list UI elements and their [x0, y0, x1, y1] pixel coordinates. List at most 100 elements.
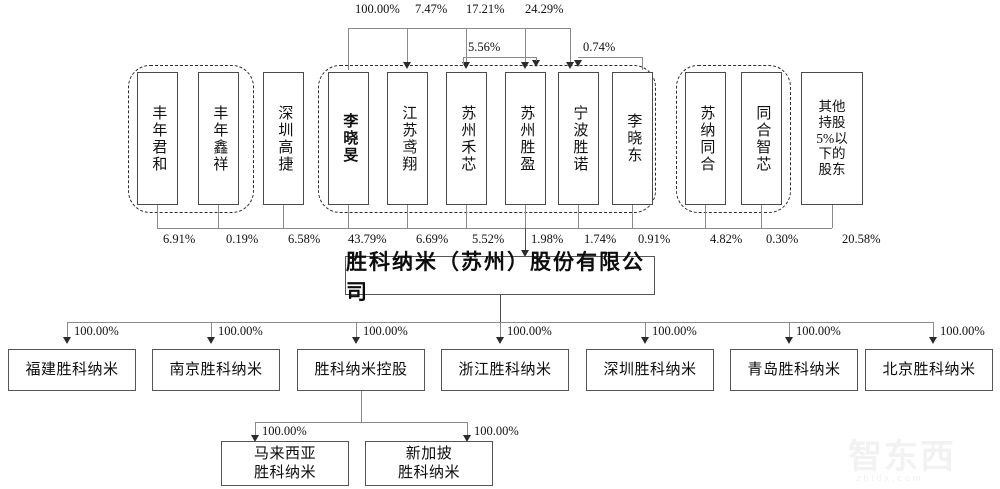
- shareholder-box-shenzhengaojie[interactable]: 深圳高捷: [263, 72, 304, 205]
- lead-tonghezhixin: [761, 205, 762, 228]
- subsidiary-pct-shenzhen: 100.00%: [652, 324, 697, 338]
- subsidiary-arrow-shenzhen: [640, 337, 649, 344]
- shareholder-box-fengnianjunhe[interactable]: 丰年君和: [137, 72, 178, 205]
- subsidiary-pct-zhejiang: 100.00%: [507, 324, 552, 338]
- third-level-trunk: [361, 391, 362, 422]
- control-pct-100: 100.00%: [355, 2, 400, 16]
- sub-subsidiary-label-line: 马来西亚: [253, 445, 316, 462]
- control-bus-074: [578, 57, 642, 58]
- shareholder-box-lixiaodong[interactable]: 李晓东: [612, 72, 653, 205]
- ownership-pct-jiangsuyuanxiang: 6.69%: [416, 232, 449, 246]
- shareholder-label: 同合智芯: [754, 104, 771, 173]
- subsidiary-box-beijing[interactable]: 北京胜科纳米: [865, 349, 993, 391]
- control-drop-suzhouhexin: [466, 28, 467, 64]
- subsidiary-arrow-holding: [351, 337, 360, 344]
- shareholder-label: 苏州禾芯: [459, 104, 476, 173]
- third-level-arrow-malaysia: [250, 435, 259, 442]
- subsidiary-drop-fujian: [67, 322, 68, 340]
- shareholder-label: 丰年鑫祥: [211, 104, 228, 173]
- ownership-bus: [157, 228, 832, 229]
- shareholder-label: 丰年君和: [150, 104, 167, 173]
- subsidiary-box-shenzhen[interactable]: 深圳胜科纳米: [586, 349, 714, 391]
- control-link-bus: [348, 28, 570, 29]
- subsidiary-pct-holding: 100.00%: [363, 324, 408, 338]
- shareholder-box-suzhoushengying[interactable]: 苏州胜盈: [505, 72, 546, 205]
- lead-lixiaomin: [348, 205, 349, 228]
- control-arrow-ningboshengnuo: [565, 62, 574, 69]
- third-level-bus: [255, 422, 467, 423]
- control-pct-2429: 24.29%: [525, 2, 564, 16]
- subsidiary-pct-qingdao: 100.00%: [796, 324, 841, 338]
- third-level-pct-malaysia: 100.00%: [262, 424, 307, 438]
- watermark: 智东西 zhidx.com: [842, 423, 992, 485]
- ownership-pct-suzhouhexin: 5.52%: [472, 232, 505, 246]
- sub-subsidiary-label-line: 新加披: [405, 445, 453, 462]
- ownership-pct-lixiaodong: 0.91%: [638, 232, 671, 246]
- control-pct-074: 0.74%: [583, 40, 616, 54]
- subsidiary-arrow-zhejiang: [495, 337, 504, 344]
- subsidiary-box-holding[interactable]: 胜科纳米控股: [297, 349, 425, 391]
- control-drop-ningboshengnuo: [570, 28, 571, 64]
- shareholder-box-other-below-5pct[interactable]: 其他 持股 5%以 下的 股东: [801, 72, 863, 205]
- subsidiary-trunk: [500, 295, 501, 322]
- ownership-pct-other-below-5pct: 20.58%: [842, 232, 881, 246]
- subsidiary-label: 青岛胜科纳米: [747, 361, 841, 378]
- shareholder-box-tonghezhixin[interactable]: 同合智芯: [741, 72, 782, 205]
- shareholder-label: 苏纳同合: [698, 104, 715, 173]
- ownership-pct-sunatonghe: 4.82%: [710, 232, 743, 246]
- ownership-pct-fengnianxinxiang: 0.19%: [226, 232, 259, 246]
- subsidiary-pct-beijing: 100.00%: [940, 324, 985, 338]
- sub-subsidiary-label-line: 胜科纳米: [397, 464, 460, 481]
- shareholder-box-jiangsuyuanxiang[interactable]: 江苏鸢翔: [387, 72, 428, 205]
- control-bus-556: [463, 57, 536, 58]
- lead-suzhoushengying: [525, 205, 526, 228]
- subsidiary-arrow-nanjing: [206, 337, 215, 344]
- lead-shenzhengaojie: [283, 205, 284, 228]
- subsidiary-box-qingdao[interactable]: 青岛胜科纳米: [730, 349, 858, 391]
- control-pct-747: 7.47%: [415, 2, 448, 16]
- control-link-trunk: [348, 28, 349, 70]
- shareholder-box-fengnianxinxiang[interactable]: 丰年鑫祥: [198, 72, 239, 205]
- subsidiary-label: 北京胜科纳米: [882, 361, 976, 378]
- subsidiary-label: 南京胜科纳米: [169, 361, 263, 378]
- shareholder-box-sunatonghe[interactable]: 苏纳同合: [685, 72, 726, 205]
- shareholder-label: 李晓东: [625, 113, 642, 164]
- shareholder-label: 苏州胜盈: [518, 104, 535, 173]
- shareholder-box-lixiaomin[interactable]: 李晓旻: [328, 72, 369, 205]
- shareholder-label-line: 其他: [818, 98, 846, 114]
- control-drop-jiangsu: [407, 28, 408, 64]
- subsidiary-drop-holding: [356, 322, 357, 340]
- lead-fengnianxinxiang: [218, 205, 219, 228]
- lead-sunatonghe: [705, 205, 706, 228]
- shareholder-box-suzhouhexin[interactable]: 苏州禾芯: [446, 72, 487, 205]
- ownership-pct-lixiaomin: 43.79%: [348, 232, 387, 246]
- subsidiary-drop-beijing: [933, 322, 934, 340]
- shareholder-box-ningboshengnuo[interactable]: 宁波胜诺: [558, 72, 599, 205]
- subsidiary-box-nanjing[interactable]: 南京胜科纳米: [152, 349, 280, 391]
- control-arrow-556: [531, 60, 540, 67]
- third-level-arrow-singapore: [462, 435, 471, 442]
- main-company-box[interactable]: 胜科纳米（苏州）股份有限公司: [345, 250, 655, 304]
- shareholder-label: 江苏鸢翔: [400, 104, 417, 173]
- subsidiary-arrow-beijing: [928, 337, 937, 344]
- sub-subsidiary-box-malaysia[interactable]: 马来西亚 胜科纳米: [221, 441, 349, 486]
- shareholder-label: 李晓旻: [341, 113, 358, 164]
- subsidiary-box-zhejiang[interactable]: 浙江胜科纳米: [441, 349, 569, 391]
- subsidiary-drop-shenzhen: [645, 322, 646, 340]
- control-arrow-jiangsu: [402, 62, 411, 69]
- subsidiary-arrow-qingdao: [784, 337, 793, 344]
- control-pct-1721: 17.21%: [466, 2, 505, 16]
- ownership-pct-fengnianjunhe: 6.91%: [163, 232, 196, 246]
- shareholder-label-line: 下的: [818, 146, 846, 162]
- subsidiary-box-fujian[interactable]: 福建胜科纳米: [8, 349, 136, 391]
- shareholder-label: 宁波胜诺: [571, 104, 588, 173]
- subsidiary-drop-qingdao: [789, 322, 790, 340]
- subsidiary-label: 胜科纳米控股: [314, 361, 408, 378]
- third-level-drop-malaysia: [255, 422, 256, 438]
- watermark-url: zhidx.com: [856, 473, 924, 483]
- control-riser-074: [642, 57, 643, 70]
- sub-subsidiary-box-singapore[interactable]: 新加披 胜科纳米: [365, 441, 493, 486]
- ownership-drop-to-company: [525, 228, 526, 254]
- ownership-pct-shenzhengaojie: 6.58%: [288, 232, 321, 246]
